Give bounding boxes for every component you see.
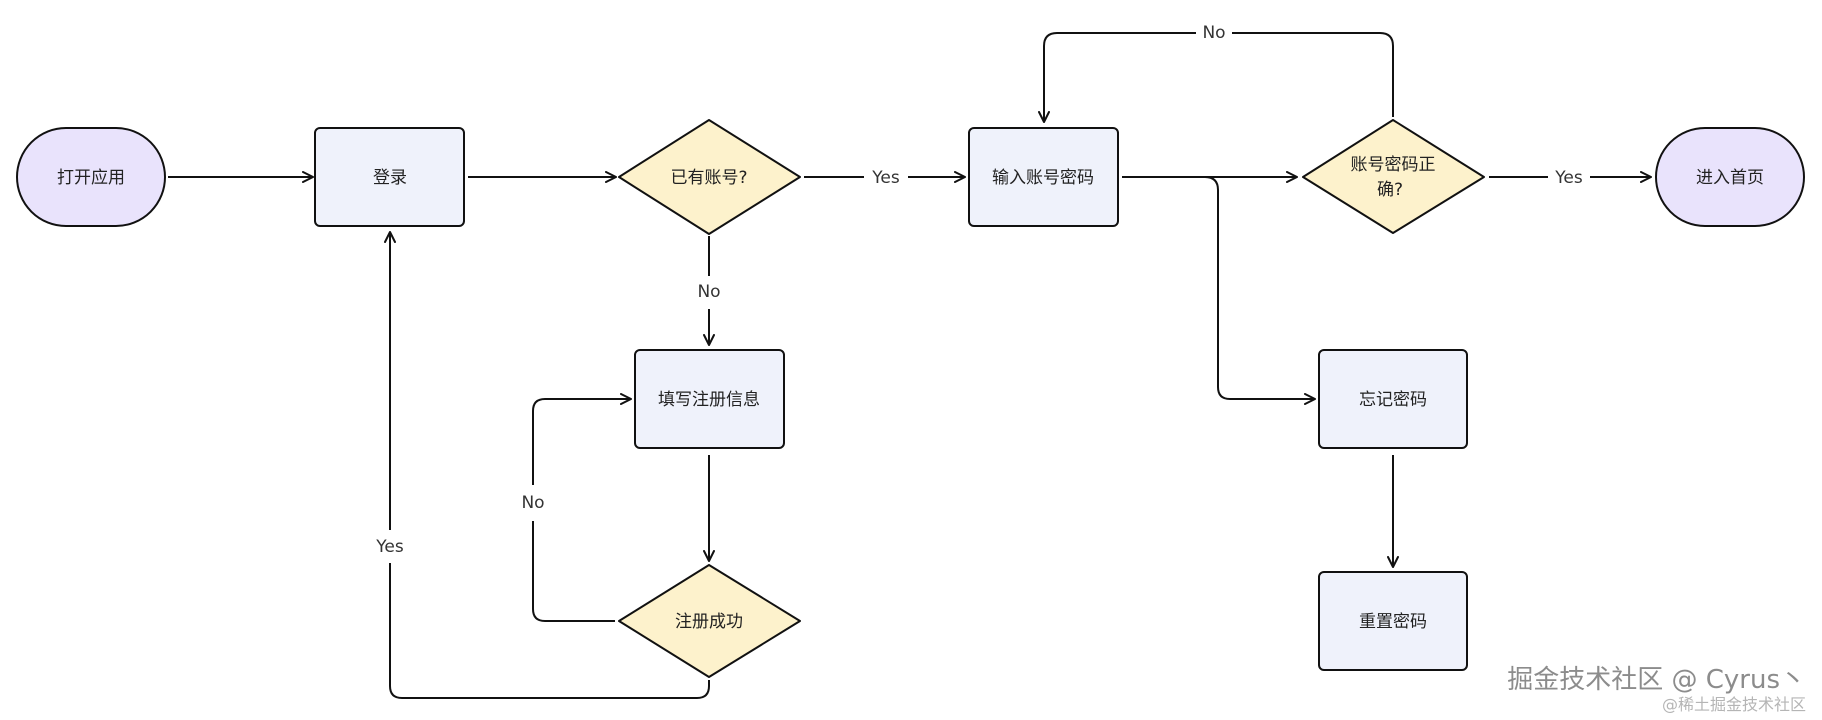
edge-label-register-yes: Yes: [375, 537, 404, 557]
node-fill-registration-label: 填写注册信息: [658, 390, 760, 410]
node-has-account-label: 已有账号?: [670, 168, 747, 188]
node-credentials-correct-label-line2: 确?: [1377, 180, 1403, 200]
node-reset-password: 重置密码: [1318, 571, 1468, 671]
node-open-app-label: 打开应用: [57, 168, 125, 188]
node-has-account: 已有账号?: [618, 119, 801, 235]
edge-label-has-account-no: No: [697, 282, 720, 302]
node-register-success: 注册成功: [618, 564, 801, 678]
node-register-success-label: 注册成功: [675, 612, 743, 632]
edge-register-yes: [389, 563, 710, 699]
node-open-app: 打开应用: [16, 127, 166, 227]
edge-register-no-arrow: [532, 393, 632, 485]
node-enter-credentials-label: 输入账号密码: [992, 168, 1094, 188]
edge-check-no-arrow: [1038, 32, 1196, 123]
edge-label-has-account-yes: Yes: [871, 168, 900, 188]
node-credentials-correct-label-line1: 账号密码正: [1351, 155, 1436, 175]
node-forgot-password: 忘记密码: [1318, 349, 1468, 449]
node-credentials-correct: 账号密码正 确?: [1302, 119, 1485, 234]
watermark-main: 掘金技术社区 @ Cyrus丶: [1507, 664, 1806, 695]
edge-register-no: [532, 521, 615, 622]
watermark-sub: @稀土掘金技术社区: [1661, 694, 1806, 714]
watermark: 掘金技术社区 @ Cyrus丶 @稀土掘金技术社区: [1507, 664, 1806, 714]
node-enter-home: 进入首页: [1655, 127, 1805, 227]
node-reset-password-label: 重置密码: [1359, 612, 1427, 632]
node-enter-home-label: 进入首页: [1696, 168, 1764, 188]
node-fill-registration: 填写注册信息: [634, 349, 785, 449]
edge-label-check-yes: Yes: [1554, 168, 1583, 188]
node-enter-credentials: 输入账号密码: [968, 127, 1119, 227]
edge-enter-to-forgot: [1204, 176, 1316, 405]
edge-label-register-no: No: [521, 493, 544, 513]
node-login-label: 登录: [373, 168, 407, 188]
edge-check-no: [1232, 32, 1394, 117]
edge-label-check-no: No: [1202, 23, 1225, 43]
node-login: 登录: [314, 127, 465, 227]
node-forgot-password-label: 忘记密码: [1359, 390, 1427, 410]
